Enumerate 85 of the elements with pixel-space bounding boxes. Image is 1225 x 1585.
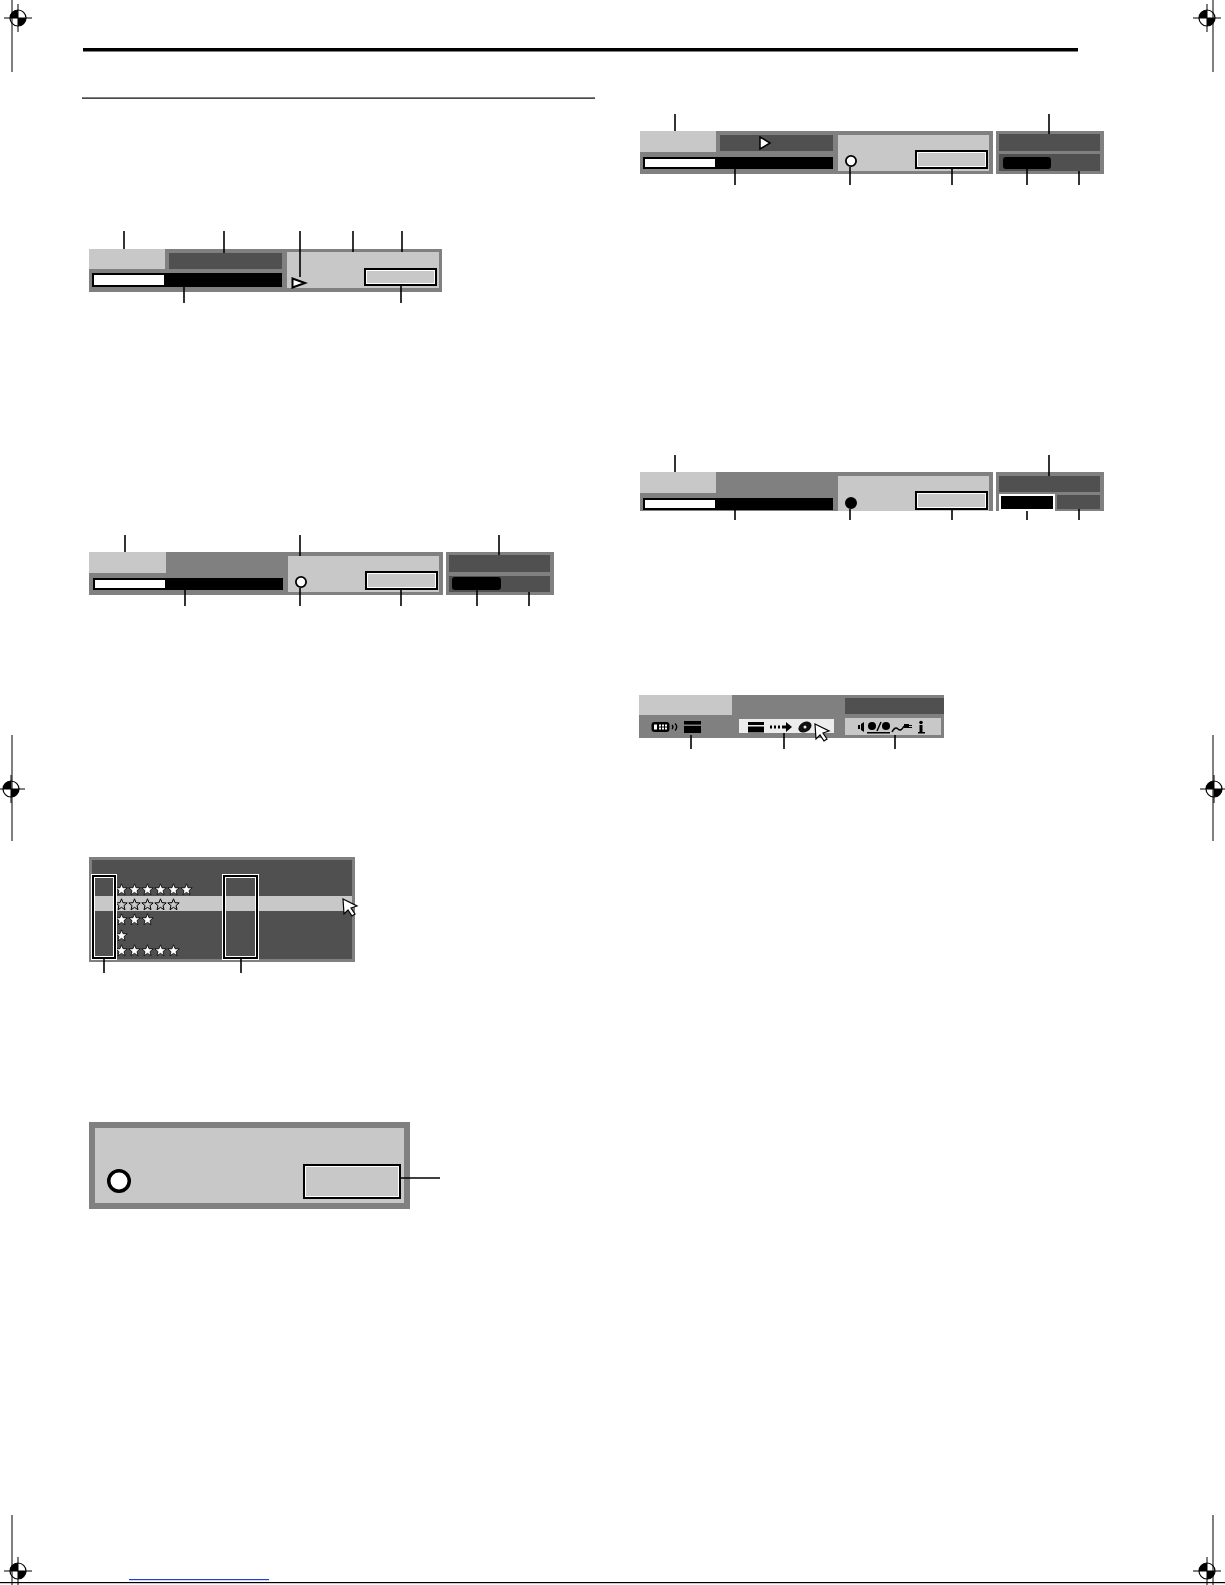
- panel-segment: [838, 135, 989, 171]
- leader-line: [1078, 508, 1080, 521]
- display-panel: [446, 552, 554, 595]
- indicator-pill: [452, 577, 501, 590]
- circle-icon: [107, 1169, 131, 1193]
- menu-cell: [739, 719, 834, 733]
- panel-segment: [845, 698, 944, 714]
- menu-cell: [845, 718, 941, 735]
- panel-segment: [89, 249, 165, 269]
- leader-line: [183, 286, 185, 304]
- panel-segment: [640, 131, 716, 152]
- leader-line: [184, 589, 186, 607]
- panel-segment: [640, 472, 716, 493]
- leader-line: [734, 168, 736, 186]
- column-frame: [92, 875, 116, 959]
- panel-segment: [720, 135, 833, 151]
- leader-line: [1048, 113, 1050, 135]
- display-panel: [639, 695, 944, 738]
- leader-line: [299, 230, 301, 278]
- panel-segment: [287, 252, 439, 288]
- display-field: [915, 491, 988, 510]
- dot-icon: [845, 497, 857, 509]
- leader-line: [674, 454, 676, 473]
- leader-line: [240, 958, 242, 974]
- progress-bar: [643, 157, 833, 169]
- indicator-pill: [1003, 157, 1051, 169]
- circle-icon: [295, 576, 307, 588]
- panel-segment: [999, 476, 1100, 492]
- display-panel: [640, 131, 993, 174]
- leader-line: [124, 534, 126, 553]
- leader-line: [400, 1177, 441, 1179]
- panel-segment: [999, 134, 1100, 151]
- display-field: [364, 268, 437, 286]
- leader-line: [299, 534, 301, 557]
- leader-line: [1026, 510, 1028, 521]
- leader-line: [674, 113, 676, 132]
- display-field: [915, 150, 988, 169]
- leader-line: [1048, 454, 1050, 477]
- panel-segment: [1057, 495, 1100, 509]
- leader-line: [400, 589, 402, 607]
- dialog-panel: [89, 1122, 410, 1209]
- display-field: [365, 571, 438, 590]
- leader-line: [734, 509, 736, 521]
- panel-segment: [838, 476, 989, 511]
- leader-line: [1026, 168, 1028, 186]
- leader-line: [894, 734, 896, 750]
- display-panel: [89, 552, 443, 595]
- display-panel: [996, 131, 1104, 174]
- panel-segment: [288, 556, 439, 592]
- progress-bar: [643, 498, 833, 510]
- progress-bar: [93, 578, 283, 590]
- column-frame: [223, 875, 258, 959]
- leader-line: [528, 591, 530, 607]
- leader-line: [400, 285, 402, 304]
- display-panel: [996, 472, 1104, 511]
- leader-line: [352, 230, 354, 253]
- leader-line: [783, 732, 785, 750]
- progress-bar: [92, 273, 282, 287]
- leader-line: [476, 589, 478, 607]
- display-panel: [89, 249, 442, 292]
- play-icon: [291, 277, 307, 289]
- display-panel: [640, 472, 993, 511]
- leader-line: [849, 166, 851, 186]
- leader-line: [690, 734, 692, 750]
- leader-line: [951, 168, 953, 186]
- leader-line: [849, 508, 851, 521]
- panel-segment: [449, 555, 550, 572]
- leader-line: [498, 534, 500, 556]
- remote-icon-drawing: [651, 719, 703, 735]
- leader-line: [1078, 170, 1080, 186]
- panel-segment: [999, 154, 1100, 171]
- panel-segment: [169, 253, 282, 269]
- panel-segment: [89, 552, 166, 573]
- circle-icon: [845, 155, 857, 167]
- indicator-block: [999, 494, 1055, 511]
- leader-line: [299, 587, 301, 607]
- leader-line: [951, 509, 953, 521]
- panel-segment: [639, 695, 732, 715]
- list-panel: [89, 857, 355, 962]
- display-field: [303, 1164, 401, 1199]
- leader-line: [223, 230, 225, 254]
- leader-line: [401, 230, 403, 253]
- leader-line: [103, 958, 105, 974]
- panel-segment: [449, 576, 550, 592]
- leader-line: [123, 230, 125, 250]
